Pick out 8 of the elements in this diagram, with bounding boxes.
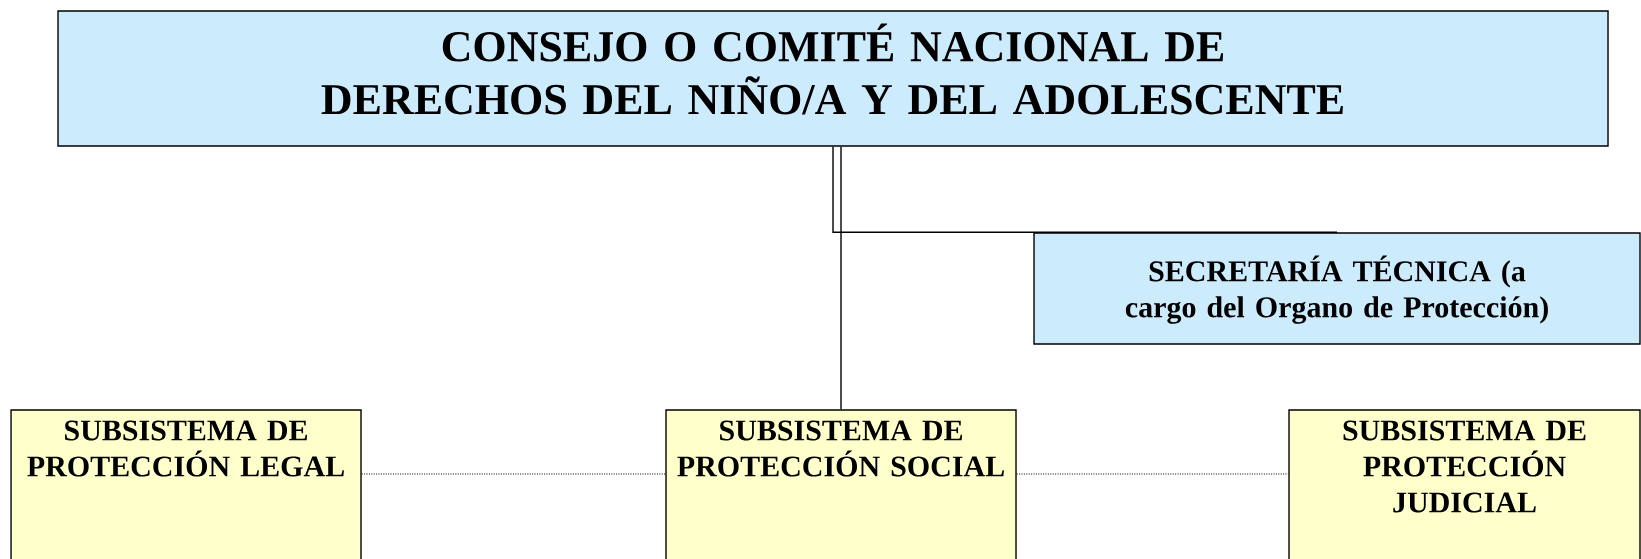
connector-line: [840, 146, 842, 410]
dotted-line: [361, 473, 666, 475]
subsystem-box: SUBSISTEMA DE PROTECCIÓN SOCIAL: [665, 409, 1017, 559]
subsystem-box: SUBSISTEMA DE PROTECCIÓN JUDICIAL: [1288, 409, 1641, 559]
council-box: CONSEJO O COMITÉ NACIONAL DE DERECHOS DEL NIÑO/A Y DEL ADOLESCENTE: [57, 10, 1609, 147]
subsystem-box: SUBSISTEMA DE PROTECCIÓN LEGAL: [10, 409, 362, 559]
connector-line: [832, 146, 1338, 233]
secretariat-box: SECRETARÍA TÉCNICA (a cargo del Organo de Protección): [1033, 232, 1641, 345]
